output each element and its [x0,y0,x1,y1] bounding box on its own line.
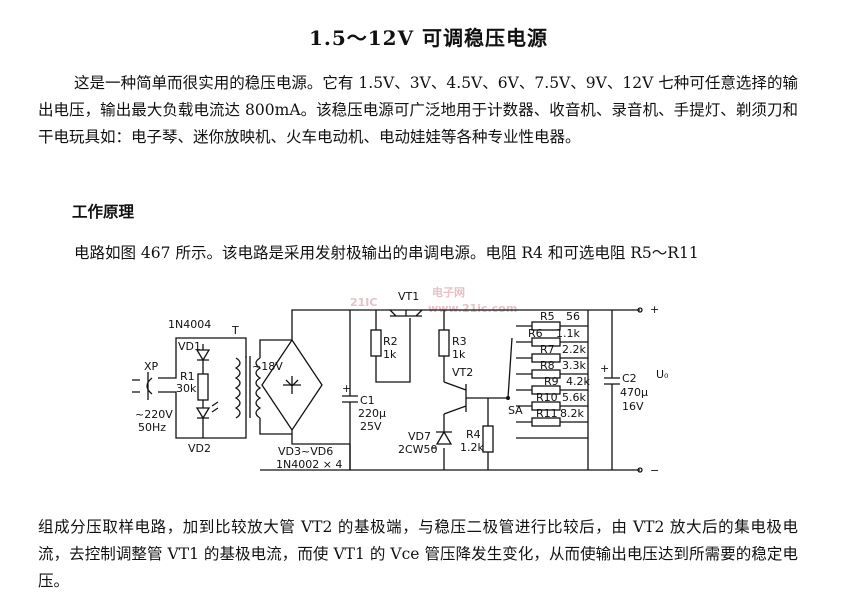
transistor-vt2-icon [443,381,488,415]
label-r5-val: 56 [566,310,580,323]
label-c2-volt: 16V [622,400,644,413]
label-r8-val: 3.3k [562,359,586,372]
label-r7: R7 [540,343,555,356]
resistor-r3 [438,329,450,357]
label-r2-val: 1k [383,348,397,361]
transistor-vt1-icon [389,309,423,317]
intro-paragraph: 这是一种简单而很实用的稳压电源。它有 1.5V、3V、4.5V、6V、7.5V、… [38,74,798,146]
label-t: T [231,324,239,337]
label-c2: C2 [622,372,637,385]
label-r8: R8 [540,359,555,372]
label-secondary: ~18V [252,360,283,373]
label-sa: SA [508,404,523,417]
label-vd7: VD7 [408,430,431,443]
label-plus: + [650,303,659,316]
label-freq: 50Hz [138,421,166,434]
label-r7-val: 2.2k [562,343,586,356]
resistor-r2 [370,329,382,357]
label-r9-val: 4.2k [566,375,590,388]
diode-vd1-icon [195,344,211,366]
label-r10-val: 5.6k [562,391,586,404]
label-r3-val: 1k [452,348,466,361]
label-vt2: VT2 [452,366,473,379]
label-vd7-type: 2CW50 [398,443,438,456]
label-r11: R11 [536,407,558,420]
label-r6-val: 1.1k [556,327,580,340]
label-r3: R3 [452,335,467,348]
label-r4-val: 1.2k [460,441,484,454]
label-minus: − [650,464,659,477]
label-xp: XP [144,360,159,373]
page-title: 1.5～12V 可调稳压电源 [308,26,549,50]
label-c1: C1 [360,394,375,407]
label-c1-plus: + [342,382,351,395]
label-r11-val: 8.2k [560,407,584,420]
resistor-r1 [197,373,209,401]
watermark-url: www.21ic.com [428,302,517,315]
label-c2-plus: + [600,362,609,375]
resistor-r4 [482,425,494,453]
section-heading: 工作原理 [72,202,135,221]
label-uo: U₀ [656,368,669,381]
label-bridge-type: 1N4002 × 4 [276,458,342,471]
principle-paragraph-2: 组成分压取样电路，加到比较放大管 VT2 的基极端，与稳压二极管进行比较后，由 … [38,518,798,590]
label-bridge: VD3~VD6 [278,445,333,458]
watermark-sub: 电子网 [432,285,465,299]
plug-icon [132,372,153,400]
bridge-rectifier-icon [261,338,323,432]
label-r1: R1 [180,370,195,383]
label-r9: R9 [544,375,559,388]
label-1n4004: 1N4004 [168,318,211,331]
watermark-logo: 21IC [350,296,377,309]
label-r4: R4 [466,428,481,441]
output-minus-terminal [637,467,643,473]
led-vd2-icon [195,366,219,438]
switch-sa [506,396,510,400]
label-vt1: VT1 [398,290,419,303]
label-vd2: VD2 [188,442,211,455]
output-plus-terminal [637,307,643,313]
principle-paragraph-1: 电路如图 467 所示。该电路是采用发射极输出的串调电源。电阻 R4 和可选电阻… [74,244,699,262]
label-r2: R2 [383,335,398,348]
label-vd1: VD1 [178,340,201,353]
transformer-icon [234,356,262,419]
label-c2-val: 470μ [620,386,648,399]
label-c1-val: 220μ [358,407,386,420]
label-r1-val: 30k [176,382,197,395]
zener-vd7-icon [432,430,453,449]
label-r5: R5 [540,310,555,323]
label-c1-volt: 25V [360,420,382,433]
label-mains: ~220V [135,408,173,421]
label-r6: R6 [528,327,543,340]
label-r10: R10 [536,391,558,404]
